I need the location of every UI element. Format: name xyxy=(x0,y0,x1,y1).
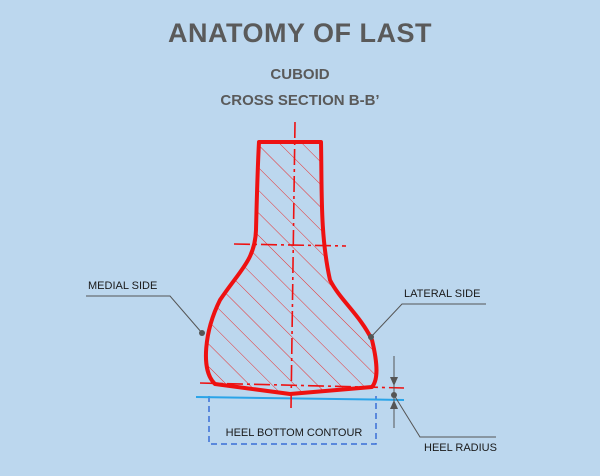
vertical-centerline xyxy=(290,121,296,409)
heel-bottom-box xyxy=(208,396,377,445)
page-title: ANATOMY OF LAST xyxy=(168,18,432,48)
heel-bottom-contour-line xyxy=(195,396,405,401)
lateral-side-label: LATERAL SIDE xyxy=(404,288,480,300)
subtitle-cuboid: CUBOID xyxy=(270,66,330,83)
medial-side-leader xyxy=(86,295,203,334)
heel-radius-arrow-bottom xyxy=(390,400,398,409)
heel-bottom-contour-label: HEEL BOTTOM CONTOUR xyxy=(226,427,363,439)
heel-radius-label: HEEL RADIUS xyxy=(424,442,497,454)
lateral-side-point xyxy=(368,334,374,340)
horizontal-centerline-base xyxy=(199,382,405,389)
cuboid-section-outline xyxy=(203,140,379,396)
medial-side-label: MEDIAL SIDE xyxy=(88,280,157,292)
heel-radius-leader xyxy=(393,394,496,438)
hatch-fill xyxy=(205,142,377,394)
heel-radius-arrow-top xyxy=(390,377,398,386)
subtitle-cross-section: CROSS SECTION B-B’ xyxy=(220,92,380,109)
medial-side-point xyxy=(199,330,205,336)
lateral-side-leader xyxy=(370,303,486,338)
horizontal-centerline-neck xyxy=(233,243,347,247)
